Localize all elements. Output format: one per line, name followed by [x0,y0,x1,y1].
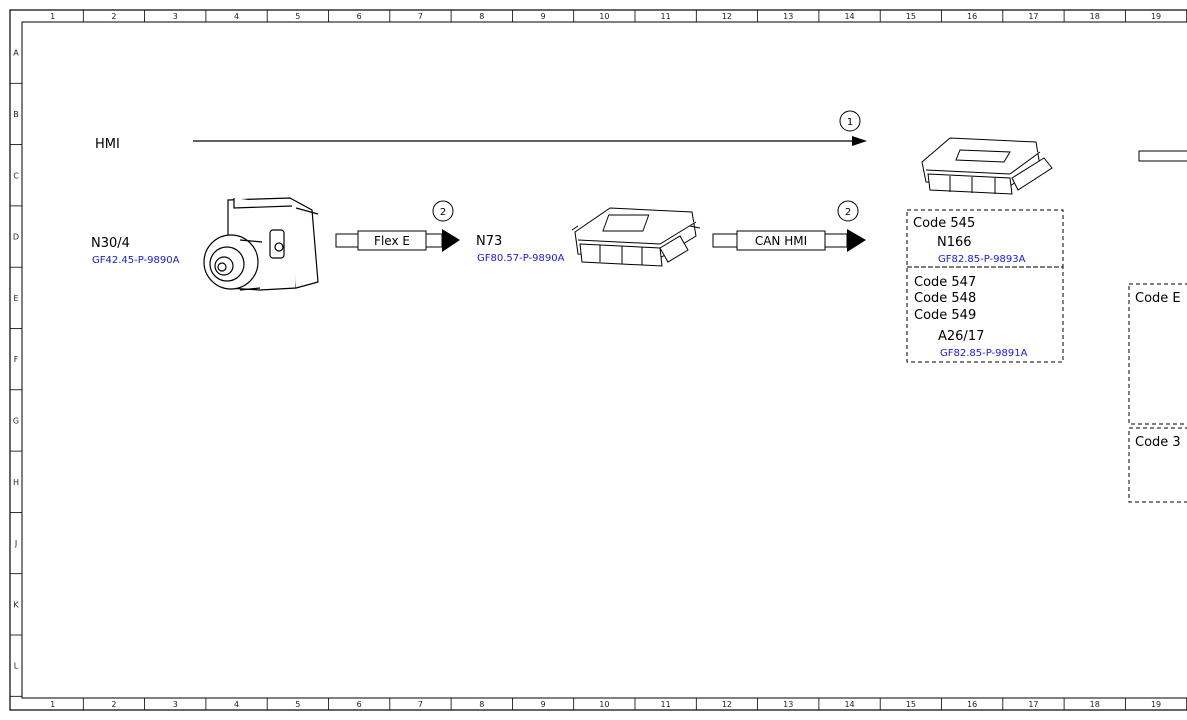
ruler-col-label: 3 [173,12,178,21]
ruler-col-label: 16 [967,12,977,21]
ruler-col-label: 1 [50,12,55,21]
ruler-row-label: A [13,49,19,58]
box-b-code-3: Code 549 [914,308,976,323]
ruler-col-label: 5 [295,700,300,709]
partial-connector-right [1138,150,1187,162]
ruler-row-label: C [13,171,19,180]
hmi-arrowhead [852,136,867,146]
n73-id: N73 [476,234,502,249]
hmi-label: HMI [95,137,120,152]
box-d-code: Code 3 [1135,435,1181,450]
box-b-ref: GF82.85-P-9891A [940,348,1028,359]
ruler-col-label: 13 [783,700,793,709]
box-b-id: A26/17 [938,329,984,344]
ruler-left: A B C D E F G H J K L [10,49,22,697]
ruler-col-label: 6 [357,700,362,709]
control-unit-icon-top [921,137,1053,195]
camera-ref: GF42.45-P-9890A [92,255,180,266]
ruler-col-label: 4 [234,12,239,21]
box-b-code-1: Code 547 [914,275,976,290]
ruler-col-label: 15 [906,700,916,709]
box-a-code: Code 545 [913,216,975,231]
ruler-col-label: 13 [783,12,793,21]
ruler-row-label: H [13,478,19,487]
marker-2-right: 2 [837,200,859,222]
ruler-row-label: F [14,355,19,364]
ruler-col-label: 16 [967,700,977,709]
ruler-col-label: 10 [599,700,609,709]
ruler-col-label: 3 [173,700,178,709]
flex-e-label: Flex E [374,234,410,248]
ruler-col-label: 7 [418,700,423,709]
ruler-row-label: K [13,600,19,609]
code-box-547-549 [906,266,1064,363]
ruler-col-label: 9 [541,700,546,709]
flex-e-connector: Flex E [335,229,460,252]
ruler-col-label: 15 [906,12,916,21]
ruler-row-label: E [13,294,18,303]
n73-ref: GF80.57-P-9890A [477,253,565,264]
ruler-col-label: 11 [661,12,671,21]
frame-inner [21,21,1187,699]
ruler-col-label: 9 [541,12,546,21]
ruler-col-label: 18 [1090,12,1100,21]
box-b-code-2: Code 548 [914,291,976,306]
frame-outer [9,9,1187,711]
ruler-row-label: G [13,416,19,425]
ruler-col-label: 12 [722,700,732,709]
ruler-col-label: 17 [1028,12,1038,21]
box-a-id: N166 [937,235,972,250]
ruler-col-label: 2 [111,12,116,21]
marker-1: 1 [839,110,861,132]
ruler-col-label: 5 [295,12,300,21]
camera-icon [203,197,319,291]
svg-text:2: 2 [440,207,446,218]
ruler-row-label: J [14,539,17,548]
ruler-col-label: 4 [234,700,239,709]
ruler-col-label: 8 [479,12,484,21]
svg-text:2: 2 [845,207,851,218]
ruler-row-label: B [13,110,19,119]
ruler-col-label: 12 [722,12,732,21]
ruler-col-label: 6 [357,12,362,21]
svg-text:1: 1 [847,117,853,128]
ruler-col-label: 14 [844,12,854,21]
ruler-row-label: L [14,662,19,671]
ruler-col-label: 19 [1151,12,1161,21]
marker-2-left: 2 [432,200,454,222]
can-hmi-connector: CAN HMI [712,229,866,252]
ruler-col-label: 7 [418,12,423,21]
ruler-col-label: 19 [1151,700,1161,709]
ruler-col-label: 8 [479,700,484,709]
code-box-partial-e [1128,283,1187,425]
box-c-code: Code E [1135,291,1181,306]
ruler-col-label: 17 [1028,700,1038,709]
ruler-col-label: 10 [599,12,609,21]
box-a-ref: GF82.85-P-9893A [938,254,1026,265]
ruler-col-label: 2 [111,700,116,709]
ruler-col-label: 1 [50,700,55,709]
control-unit-icon-n73 [571,207,701,267]
ruler-col-label: 18 [1090,700,1100,709]
camera-id: N30/4 [91,236,130,251]
ruler-row-label: D [13,233,19,242]
ruler-col-label: 11 [661,700,671,709]
ruler-col-label: 14 [844,700,854,709]
can-hmi-label: CAN HMI [755,234,807,248]
